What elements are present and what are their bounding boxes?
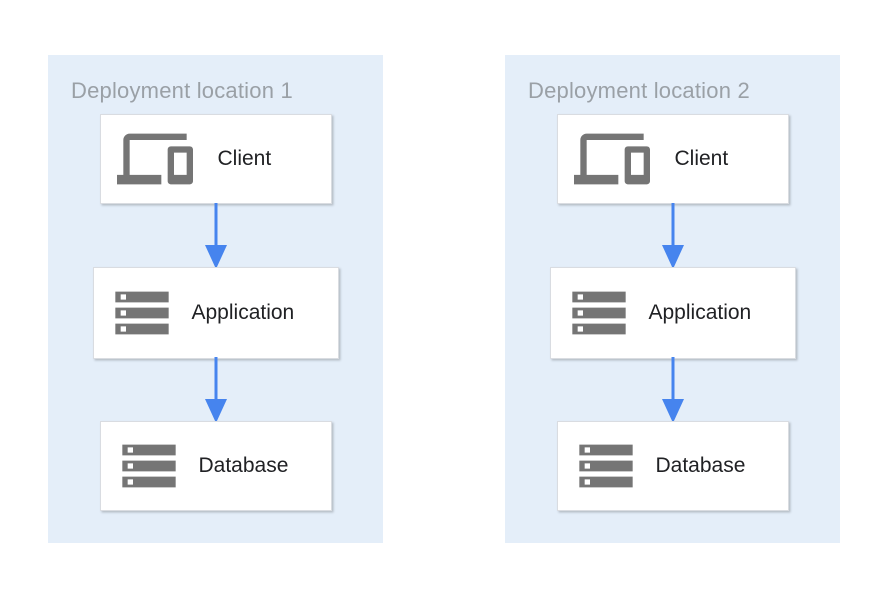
node-label: Database <box>198 454 289 477</box>
database-node: Database <box>556 421 789 511</box>
arrow-down-icon <box>204 357 227 423</box>
database-node: Database <box>99 421 332 511</box>
server-stack-icon <box>567 281 631 345</box>
arrow-down-icon <box>661 203 684 269</box>
devices-icon <box>573 121 650 197</box>
node-label: Application <box>191 301 295 324</box>
application-node: Application <box>549 267 796 359</box>
panel-title: Deployment location 1 <box>71 78 293 103</box>
devices-icon <box>116 121 193 197</box>
server-stack-icon <box>574 434 638 498</box>
panel-title: Deployment location 2 <box>528 78 750 103</box>
deployment-panel-1: Deployment location 1 Client Application <box>48 55 383 543</box>
deployment-panel-2: Deployment location 2 Client Application <box>505 55 840 543</box>
server-stack-icon <box>110 281 174 345</box>
node-label: Application <box>648 301 752 324</box>
client-node: Client <box>556 114 789 204</box>
application-node: Application <box>92 267 339 359</box>
server-stack-icon <box>117 434 181 498</box>
arrow-down-icon <box>661 357 684 423</box>
node-label: Client <box>674 147 729 170</box>
arrow-down-icon <box>204 203 227 269</box>
node-label: Client <box>217 147 272 170</box>
client-node: Client <box>99 114 332 204</box>
node-label: Database <box>655 454 746 477</box>
